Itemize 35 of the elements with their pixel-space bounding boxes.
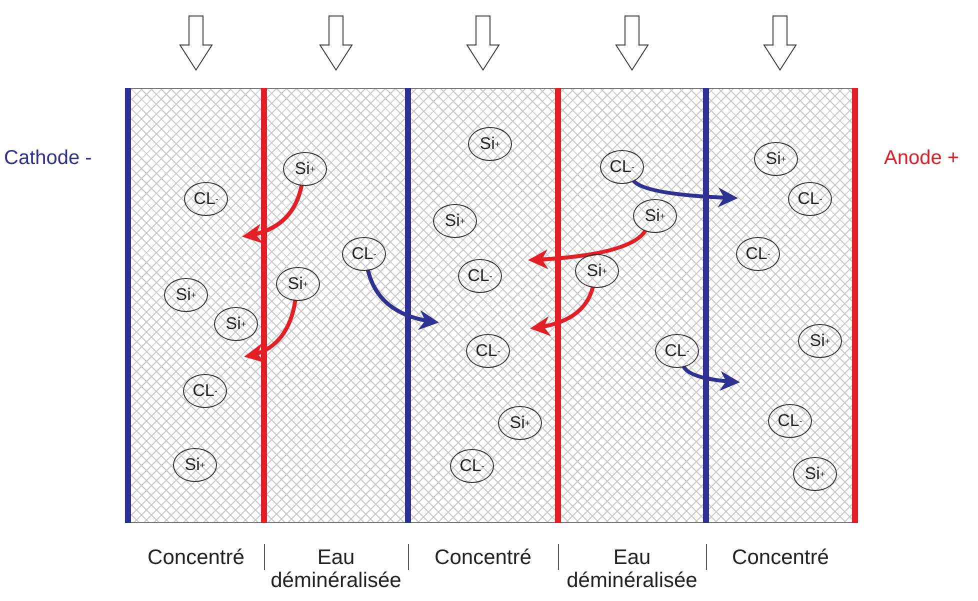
- ion-circle: CL$^{-}$: [458, 259, 502, 293]
- ion-circle: Si$^{+}$: [276, 267, 320, 301]
- arrow: [366, 269, 439, 330]
- ion-circle: Si$^{+}$: [214, 307, 258, 341]
- ion-circle: Si$^{+}$: [498, 406, 542, 440]
- ion-circle: CL$^{-}$: [736, 237, 780, 271]
- arrow: [528, 229, 648, 270]
- arrow: [242, 184, 304, 243]
- ion-circle: CL$^{-}$: [788, 182, 832, 216]
- ion-circle: Si$^{+}$: [433, 204, 477, 238]
- ion-circle: CL$^{-}$: [466, 334, 510, 368]
- ion-circle: Si$^{+}$: [633, 199, 677, 233]
- ion-circle: Si$^{+}$: [468, 127, 512, 161]
- compartment-label: Concentré: [434, 546, 532, 569]
- ion-circle: Si$^{+}$: [575, 254, 619, 288]
- ion-circle: Si$^{+}$: [173, 448, 217, 482]
- compartment-label: Concentré: [731, 546, 830, 569]
- ion-circle: CL$^{-}$: [342, 237, 386, 271]
- ion-circle: Si$^{+}$: [164, 278, 208, 312]
- ion-circle: Si$^{+}$: [283, 152, 327, 186]
- ion-circle: Si$^{+}$: [798, 324, 842, 358]
- ion-circle: CL$^{-}$: [183, 374, 227, 408]
- compartment-label: Eau déminéralisée: [270, 546, 402, 592]
- compartment-label: Eau déminéralisée: [566, 546, 698, 592]
- ion-circle: Si$^{+}$: [754, 142, 798, 176]
- ion-circle: CL$^{-}$: [768, 404, 812, 438]
- ion-circle: CL$^{-}$: [655, 334, 699, 368]
- electrode-label: Anode +: [884, 147, 960, 170]
- ion-circle: CL$^{-}$: [600, 150, 644, 184]
- electrode-label: Cathode -: [4, 147, 92, 170]
- ion-circle: CL$^{-}$: [450, 449, 494, 483]
- arrow: [530, 286, 595, 336]
- ion-circle: Si$^{+}$: [793, 457, 837, 491]
- ion-circle: CL$^{-}$: [184, 182, 228, 216]
- compartment-label: Concentré: [146, 546, 246, 569]
